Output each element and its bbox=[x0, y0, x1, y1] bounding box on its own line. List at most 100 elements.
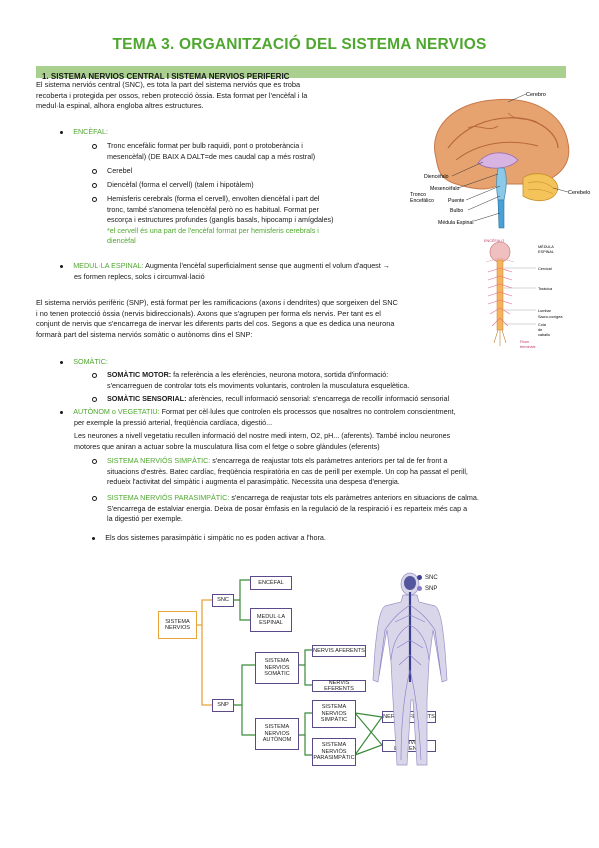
body-figure bbox=[372, 572, 448, 766]
intro-line: El sistema nerviós central (SNC), es tot… bbox=[36, 80, 301, 89]
snp-paragraph: El sistema nerviós perifèric (SNP), està… bbox=[36, 298, 476, 340]
legend-snc: SNC bbox=[417, 575, 438, 581]
somatic-bullet: SOMÀTIC: bbox=[60, 357, 108, 368]
autonom-bullet: AUTÒNOM o VEGETATIU: Format per cèl·lule… bbox=[60, 407, 560, 428]
diagram-snc-text: SNC bbox=[217, 597, 229, 604]
encefal-item-1: Tronc encefàlic format per bulb raquidi,… bbox=[92, 141, 392, 162]
label-cervical: Cervical bbox=[538, 267, 552, 271]
brain-figure: Cerebro Diencéfalo Mesencéfalo Tronco En… bbox=[410, 92, 590, 229]
sub-bullet-icon bbox=[92, 143, 97, 149]
sub-bullet-icon bbox=[92, 196, 97, 202]
encefal-note: diencèfal bbox=[107, 236, 136, 245]
sub-bullet-icon bbox=[92, 182, 97, 188]
somatic-label: SOMÀTIC: bbox=[73, 357, 108, 366]
both-systems-item: Els dos sistemes parasimpàtic i simpàtic… bbox=[92, 533, 326, 544]
encefal-item-text: escorça i estructures profundes (ganglis… bbox=[107, 215, 334, 224]
snp-line: i no tenen protecció òssia (nervis bidir… bbox=[36, 308, 381, 318]
medula-text: Augmenta l'encèfal superficialment sense… bbox=[143, 261, 390, 270]
diagram-snp-text: SNP bbox=[217, 702, 229, 709]
sub-bullet-icon bbox=[92, 458, 97, 464]
label-cola: Cola bbox=[538, 323, 547, 327]
intro-line: medul·la espinal, alhora engloba altres … bbox=[36, 101, 204, 111]
autonom-para-line: Les neurones a nivell vegetatiu recullen… bbox=[74, 431, 451, 440]
label-sacro: Sacro-coxígea bbox=[538, 315, 563, 319]
sub-bullet-icon bbox=[92, 372, 97, 378]
label-medula-espinal: Médula Espinal bbox=[438, 220, 473, 226]
label-terminale: terminale bbox=[520, 345, 536, 349]
label-caballo: caballo bbox=[538, 333, 550, 337]
label-de: de bbox=[538, 328, 542, 332]
parasimpatic-item: SISTEMA NERVIÓS PARASIMPÀTIC: s'encarreg… bbox=[92, 493, 567, 525]
snp-line: El sistema nerviós perifèric (SNP), està… bbox=[36, 298, 398, 307]
label-puente: Puente bbox=[448, 198, 465, 204]
encefal-label: ENCÈFAL: bbox=[73, 127, 108, 136]
somatic-motor-text: s'encarreguen de controlar tots els movi… bbox=[107, 380, 410, 390]
somatic-motor-text: fa referència a les eferències, neurona … bbox=[171, 370, 389, 379]
label-bulbo: Bulbo bbox=[450, 208, 463, 214]
label-lumbar: Lumbar bbox=[538, 309, 552, 313]
autonom-paragraph: Les neurones a nivell vegetatiu recullen… bbox=[74, 431, 564, 452]
legend-snp-text: SNP bbox=[425, 586, 438, 593]
encefal-bullet: ENCÈFAL: bbox=[60, 127, 108, 138]
diagram-aferents-box: NERVIS AFERENTS bbox=[312, 645, 366, 657]
simpatic-text: situacions d'estrès. Batec cardíac, freq… bbox=[107, 466, 468, 476]
encefal-item-text: mesencèfal) (DE BAIX A DALT=de mes cauda… bbox=[107, 151, 316, 161]
intro-paragraph: El sistema nerviós central (SNC), es tot… bbox=[36, 80, 396, 112]
legend-snc-icon bbox=[417, 575, 422, 580]
simpatic-text: s'encarrega de reajustar tots els paràme… bbox=[210, 456, 448, 465]
autonom-text: Format per cèl·lules que controlen els p… bbox=[159, 407, 456, 416]
autonom-para-line: motores que aniran a actuar sobre la mus… bbox=[74, 441, 380, 451]
bullet-icon bbox=[60, 130, 64, 134]
legend-snp: SNP bbox=[417, 586, 437, 592]
somatic-sensorial: SOMÀTIC SENSORIAL: aferències, recull in… bbox=[92, 394, 532, 405]
autonom-text: per exemple la pressió arterial, freqüèn… bbox=[74, 417, 273, 427]
bullet-icon bbox=[60, 410, 64, 414]
encefal-note: *el cervell és una part de l'encèfal for… bbox=[107, 225, 319, 235]
parasimpatic-text: s'encarrega de reajustar tots els paràme… bbox=[229, 493, 479, 502]
autonom-label: AUTÒNOM o VEGETATIU: bbox=[73, 407, 160, 416]
label-toracica: Torácica bbox=[538, 287, 553, 291]
diagram-encefal-text: ENCÈFAL bbox=[258, 579, 284, 586]
diagram-snc-box: SNC bbox=[212, 594, 234, 607]
medula-bullet: MEDUL·LA ESPINAL: Augmenta l'encèfal sup… bbox=[60, 261, 490, 282]
encefal-item-text: Tronc encefàlic format per bulb raquidi,… bbox=[107, 141, 303, 150]
snp-line: formarà part del sistema nerviós somàtic… bbox=[36, 329, 253, 339]
intro-line: recoberta i protegida per ossos, reben p… bbox=[36, 90, 308, 100]
spine-figure: ENCÉFALO MÉDULA ESPINAL Cervical Torácic… bbox=[484, 238, 563, 349]
encefal-item-text: Diencèfal (forma el cervell) (talem i hi… bbox=[107, 180, 254, 189]
section-heading: 1. SISTEMA NERVIOS CENTRAL I SISTEMA NER… bbox=[42, 72, 290, 81]
diagram-connectors bbox=[195, 579, 383, 756]
encefal-item-text: tronc, també s'anomena telencèfal però n… bbox=[107, 204, 319, 214]
bullet-icon bbox=[92, 536, 96, 540]
legend-snc-text: SNC bbox=[425, 575, 438, 582]
diagram-aferents-text: NERVIS AFERENTS bbox=[313, 647, 365, 654]
bullet-icon bbox=[60, 360, 64, 364]
sub-bullet-icon bbox=[92, 168, 97, 174]
label-medula: MÉDULA bbox=[538, 244, 554, 249]
medula-text: es formen replecs, solcs i circumval·lac… bbox=[74, 271, 205, 281]
encefal-item-3: Diencèfal (forma el cervell) (talem i hi… bbox=[92, 180, 254, 191]
sub-bullet-icon bbox=[92, 396, 97, 402]
label-mesencefalo: Mesencéfalo bbox=[430, 186, 460, 192]
diagram-eferents2-text: NERVIS EFERENTS bbox=[394, 739, 424, 752]
label-espinal: ESPINAL bbox=[538, 250, 554, 254]
medula-label: MEDUL·LA ESPINAL: bbox=[73, 261, 144, 270]
diagram-encefal-box: ENCÈFAL bbox=[250, 576, 292, 590]
simpatic-label: SISTEMA NERVIÓS SIMPÀTIC: bbox=[107, 456, 211, 465]
label-encefalico: Encefálico bbox=[410, 198, 434, 204]
bullet-icon bbox=[60, 264, 64, 268]
legend-snp-icon bbox=[417, 586, 422, 591]
somatic-motor: SOMÀTIC MOTOR: fa referència a les eferè… bbox=[92, 370, 522, 391]
somatic-sens-label: SOMÀTIC SENSORIAL: bbox=[107, 394, 187, 403]
parasimpatic-text: la digestió per exemple. bbox=[107, 514, 183, 523]
parasimpatic-text: S'encarrega de estalviar energia. Deixa … bbox=[107, 503, 468, 513]
simpatic-text: redueix l'activitat del simpàtic i augme… bbox=[107, 477, 400, 486]
